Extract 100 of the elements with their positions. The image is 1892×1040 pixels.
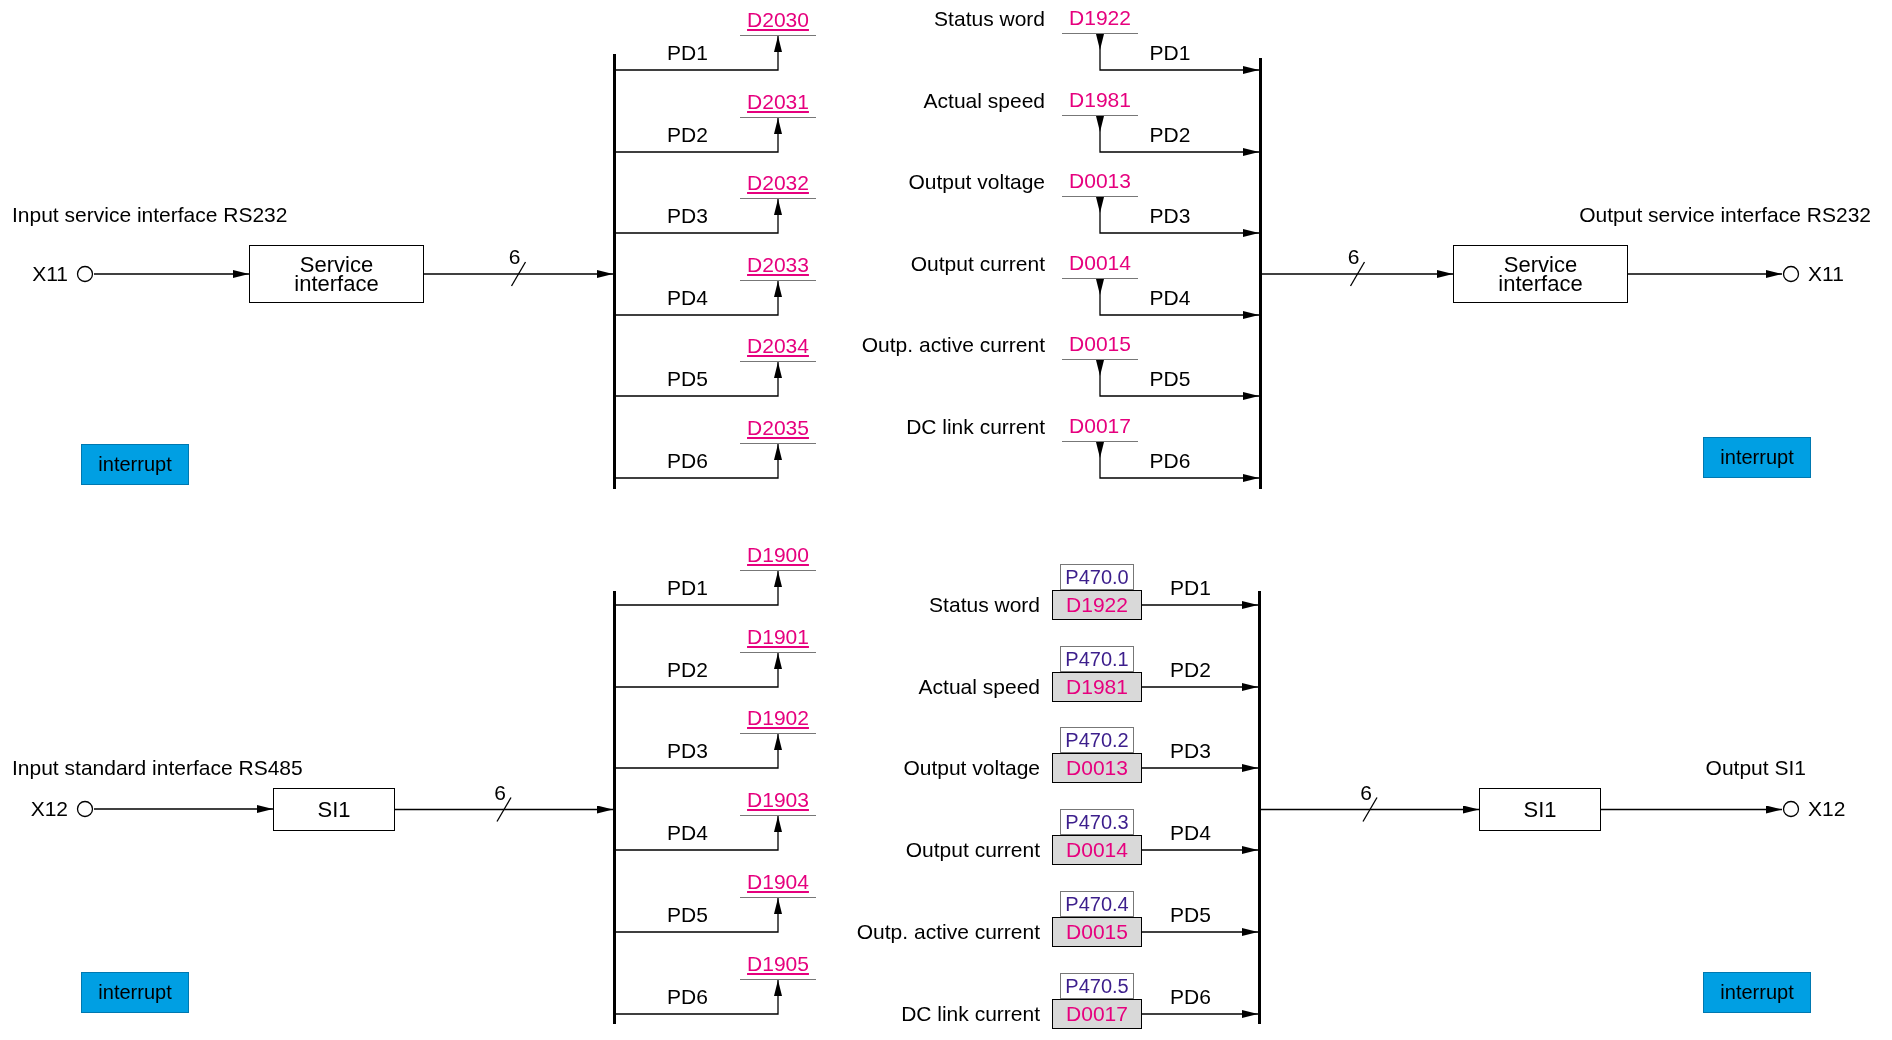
signal-label: Status word — [929, 592, 1040, 618]
signal-label: Outp. active current — [861, 332, 1045, 358]
edge-label: PD5 — [667, 902, 707, 928]
arrow — [615, 117, 782, 153]
parameter-number-box: P470.4 — [1060, 891, 1134, 917]
function-block: SI1 — [273, 788, 395, 831]
edge-label: PD6 — [667, 448, 707, 474]
arrow — [615, 897, 782, 933]
signal-label: Output voltage — [908, 169, 1045, 195]
arrow — [1600, 805, 1783, 814]
edge-label: PD4 — [667, 285, 707, 311]
edge-label: PD4 — [1170, 820, 1210, 846]
parameter-link: D2034 — [740, 332, 816, 362]
arrow — [93, 270, 250, 278]
signal-label: DC link current — [906, 414, 1045, 440]
parameter-number-box: P470.0 — [1060, 564, 1134, 590]
arrow — [615, 979, 782, 1015]
parameter-link: D1902 — [740, 704, 816, 734]
arrow — [394, 805, 614, 814]
parameter-value-box: D0014 — [1052, 835, 1142, 865]
parameter-link: D1922 — [1062, 4, 1138, 34]
parameter-link: D1900 — [740, 541, 816, 571]
signal-label: DC link current — [901, 1001, 1040, 1027]
parameter-value-box: D0015 — [1052, 917, 1142, 947]
parameter-number-box: P470.3 — [1060, 809, 1134, 835]
arrow — [615, 815, 782, 851]
arrow — [615, 198, 782, 234]
signal-label: Actual speed — [918, 674, 1040, 700]
parameter-link: D0014 — [1062, 249, 1138, 279]
terminal-label: X11 — [32, 262, 68, 286]
edge-label: PD5 — [1149, 366, 1190, 392]
parameter-link: D1905 — [740, 950, 816, 980]
terminal-label: X12 — [30, 797, 68, 821]
parameter-link: D2032 — [740, 169, 816, 199]
edge-label: 6 — [507, 244, 522, 270]
parameter-link: D0017 — [1062, 412, 1138, 442]
arrow — [1141, 601, 1259, 609]
arrow — [1096, 359, 1260, 400]
edge-label: PD2 — [1170, 657, 1210, 683]
bus-bar — [613, 54, 616, 489]
function-block: Service interface — [249, 245, 424, 303]
signal-label: Actual speed — [923, 88, 1045, 114]
edge-label: PD5 — [1170, 902, 1210, 928]
function-block: Service interface — [1453, 245, 1628, 303]
arrow — [615, 35, 782, 71]
signal-label: Output voltage — [903, 755, 1040, 781]
edge-label: 6 — [1346, 244, 1361, 270]
parameter-value-box: D1922 — [1052, 590, 1142, 620]
parameter-number-box: P470.1 — [1060, 646, 1134, 672]
arrow — [1096, 196, 1260, 237]
bus-bar — [1259, 58, 1262, 489]
parameter-number-box: P470.2 — [1060, 727, 1134, 753]
parameter-value-box: D1981 — [1052, 672, 1142, 702]
arrow — [615, 733, 782, 769]
arrow — [615, 570, 782, 606]
edge-label: PD3 — [1170, 738, 1210, 764]
edge-label: PD6 — [1170, 984, 1210, 1010]
edge-label: PD3 — [1149, 203, 1190, 229]
status-tag: interrupt — [81, 444, 189, 485]
edge-label: 6 — [1359, 779, 1373, 806]
edge-label: PD3 — [667, 203, 707, 229]
arrow — [1141, 928, 1259, 936]
interface-label: Output SI1 — [1705, 756, 1806, 780]
arrow — [1141, 846, 1259, 854]
parameter-value-box: D0013 — [1052, 753, 1142, 783]
edge-label: PD2 — [667, 122, 707, 148]
signal-label: Output current — [910, 251, 1045, 277]
signal-label: Outp. active current — [856, 919, 1040, 945]
edge-label: PD4 — [667, 820, 707, 846]
arrow — [1141, 764, 1259, 772]
bus-bar — [1258, 591, 1261, 1024]
function-block: SI1 — [1479, 788, 1601, 831]
terminal-label: X12 — [1808, 797, 1846, 821]
terminal-label: X11 — [1808, 262, 1844, 286]
edge-label: PD1 — [1149, 40, 1190, 66]
parameter-link: D1904 — [740, 868, 816, 898]
arrow — [1096, 441, 1260, 482]
edge-label: PD4 — [1149, 285, 1190, 311]
interface-label: Input service interface RS232 — [12, 203, 288, 227]
arrow — [615, 443, 782, 479]
parameter-link: D2033 — [740, 251, 816, 281]
edge-label: PD2 — [667, 657, 707, 683]
signal-label: Output current — [905, 837, 1040, 863]
parameter-link: D2031 — [740, 88, 816, 118]
arrow — [423, 270, 614, 278]
edge-label: 6 — [493, 779, 507, 806]
edge-label: PD1 — [1170, 575, 1210, 601]
status-tag: interrupt — [81, 972, 189, 1013]
parameter-link: D0013 — [1062, 167, 1138, 197]
parameter-link: D1903 — [740, 786, 816, 816]
edge-label: PD2 — [1149, 122, 1190, 148]
arrow — [1141, 683, 1259, 691]
edge-label: PD6 — [1149, 448, 1190, 474]
parameter-link: D1901 — [740, 623, 816, 653]
arrow — [615, 280, 782, 316]
arrow — [93, 805, 274, 813]
edge-label: PD1 — [667, 40, 707, 66]
parameter-link: D1981 — [1062, 86, 1138, 116]
arrow — [1260, 805, 1480, 814]
arrow — [615, 361, 782, 397]
